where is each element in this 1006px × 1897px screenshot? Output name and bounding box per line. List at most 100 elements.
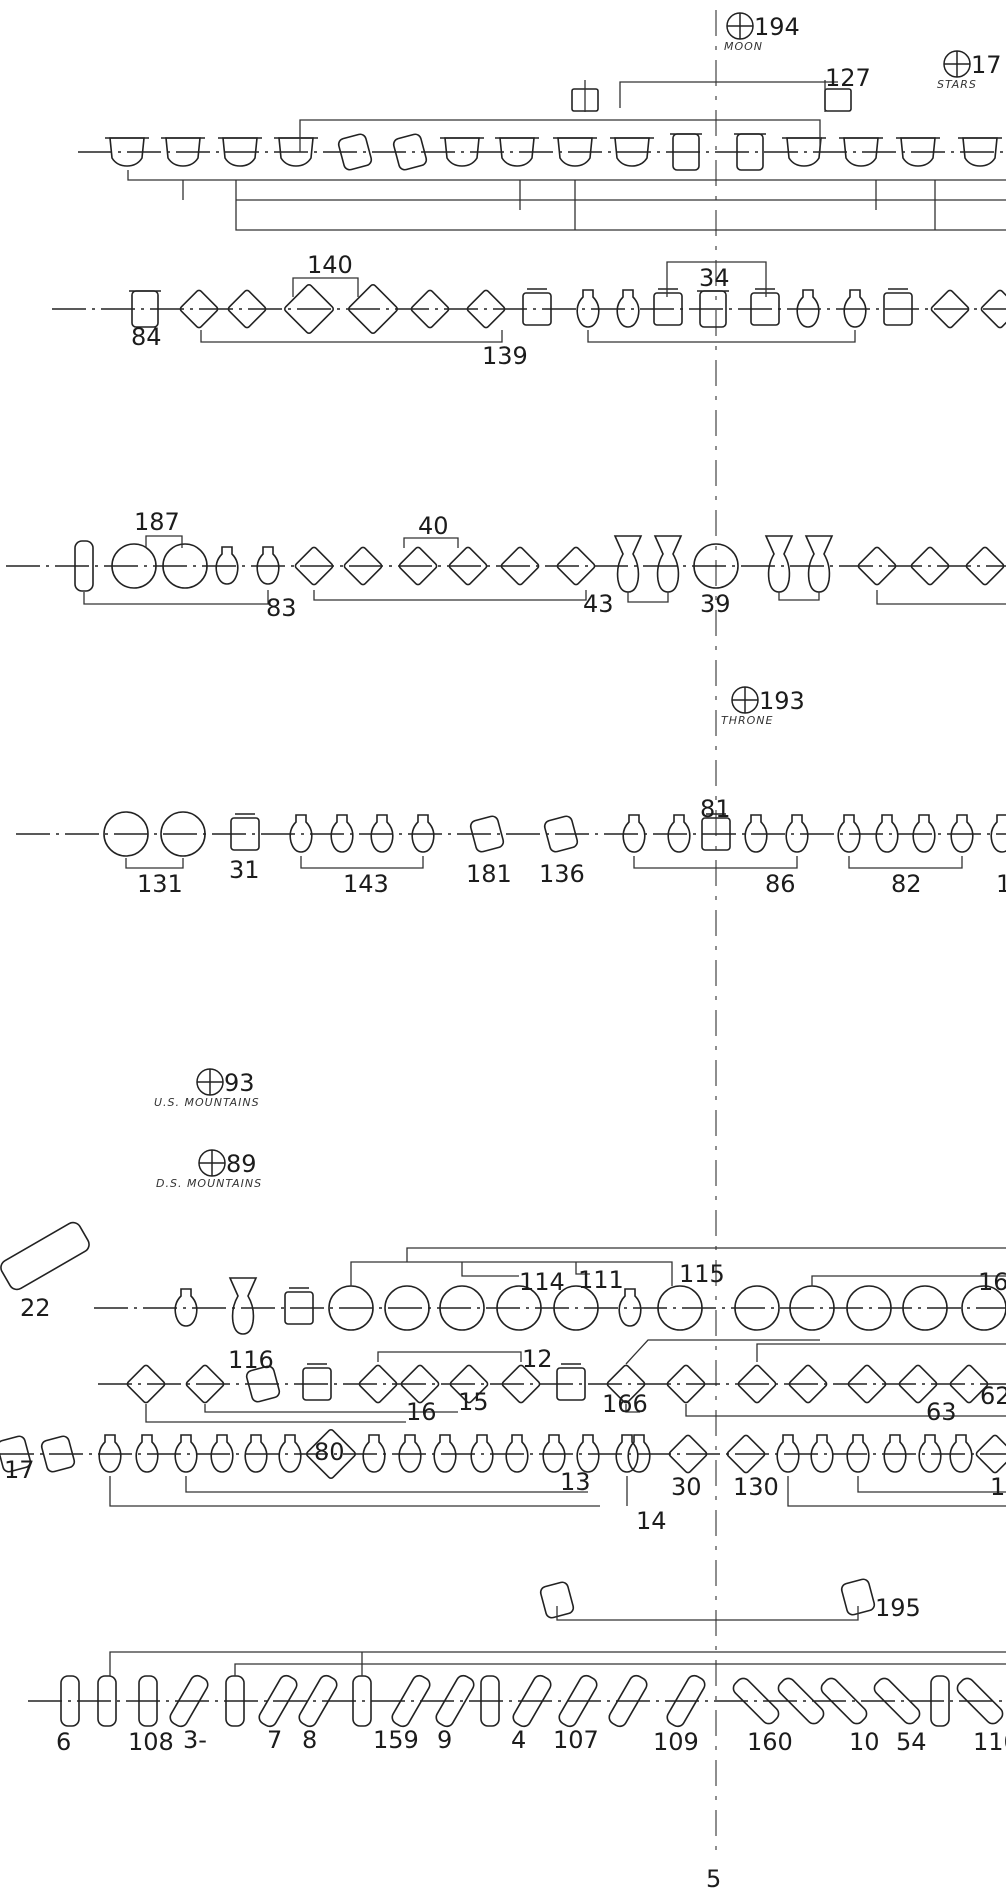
label-131: 131 [137, 870, 183, 898]
tall-object [615, 536, 641, 592]
bracket-line [757, 1344, 1006, 1362]
label-83: 83 [266, 594, 297, 622]
bracket-line [351, 1262, 672, 1286]
cylinder-22-object [0, 1220, 92, 1293]
bowl-object [839, 138, 883, 166]
bracket-line [378, 1352, 521, 1362]
sq-object [654, 289, 682, 325]
bracket-line [235, 1664, 1006, 1676]
label-115: 115 [679, 1260, 725, 1288]
label-143: 143 [343, 870, 389, 898]
label-5: 5 [706, 1865, 721, 1893]
label-31: 31 [229, 856, 260, 884]
label-140: 140 [307, 251, 353, 279]
label-16: 16 [406, 1398, 437, 1426]
sq-object [523, 289, 551, 325]
object-row [16, 812, 1006, 856]
object-row [28, 1673, 1006, 1729]
sq-object [884, 289, 912, 325]
bracket-line [201, 330, 502, 342]
label-82: 82 [891, 870, 922, 898]
bracket-line [588, 330, 855, 342]
label-187: 187 [134, 508, 180, 536]
label-136: 136 [539, 860, 585, 888]
label-63: 63 [926, 1398, 957, 1426]
bracket-line [126, 858, 183, 868]
label-14: 14 [636, 1507, 667, 1535]
label-7: 7 [267, 1726, 282, 1754]
label-84: 84 [131, 323, 162, 351]
label-195: 195 [875, 1594, 921, 1622]
label-111: 111 [578, 1266, 624, 1294]
bracket-line [686, 1404, 1006, 1416]
label-80: 80 [314, 1438, 345, 1466]
label-9: 9 [437, 1726, 452, 1754]
bracket-line [858, 1476, 1006, 1492]
label-159: 159 [373, 1726, 419, 1754]
label-43: 43 [583, 590, 614, 618]
marker-caption: U.S. MOUNTAINS [154, 1096, 260, 1109]
label-130: 130 [733, 1473, 779, 1501]
bracket-line [849, 856, 962, 868]
label-17: 17 [4, 1456, 35, 1484]
label-13: 13 [560, 1468, 591, 1496]
sq-object [285, 1288, 313, 1324]
bracket-line [301, 856, 423, 868]
bracket-line [462, 1262, 519, 1276]
marker-caption: STARS [937, 78, 977, 91]
label-layer: 127 84 140 139 34 187 40 83 43 39 81 131… [4, 64, 1006, 1893]
bracket-line [779, 592, 819, 600]
sq-object [303, 1364, 331, 1400]
sq-object [557, 1364, 585, 1400]
bracket-line [788, 1476, 1006, 1506]
label-114: 114 [519, 1268, 565, 1296]
object-row [6, 536, 1006, 592]
label-18: 18 [990, 1473, 1006, 1501]
label-8: 8 [302, 1726, 317, 1754]
bracket-line [146, 1404, 406, 1422]
bracket-line [300, 120, 820, 152]
bracket-line [628, 592, 668, 602]
marker-number: 89 [226, 1150, 257, 1178]
sq-object [231, 814, 259, 850]
marker-caption: THRONE [721, 714, 773, 727]
bracket-line [557, 1606, 858, 1620]
label-22: 22 [20, 1294, 51, 1322]
bowl-object [495, 138, 539, 166]
label-40: 40 [418, 512, 449, 540]
bracket-line [620, 82, 838, 108]
bracket-line [293, 278, 358, 297]
bracket-line [186, 1476, 588, 1492]
reference-marker: 89D.S. MOUNTAINS [156, 1150, 262, 1190]
marker-caption: MOON [724, 40, 763, 53]
reference-marker: 93U.S. MOUNTAINS [154, 1069, 260, 1109]
tall-object [230, 1278, 256, 1334]
marker-number: 17 [971, 51, 1002, 79]
object-row [52, 284, 1006, 335]
bracket-line [585, 80, 825, 112]
label-1: 1 [996, 870, 1006, 898]
sq-object [751, 289, 779, 325]
label-12: 12 [522, 1345, 553, 1373]
label-34: 34 [699, 264, 730, 292]
marker-number: 193 [759, 687, 805, 715]
label-15: 15 [458, 1388, 489, 1416]
label-160: 160 [747, 1728, 793, 1756]
label-62: 62 [980, 1382, 1006, 1410]
tall-object [655, 536, 681, 592]
label-108: 108 [128, 1728, 174, 1756]
label-166: 166 [602, 1390, 648, 1418]
label-109: 109 [653, 1728, 699, 1756]
label-54: 54 [896, 1728, 927, 1756]
marker-caption: D.S. MOUNTAINS [156, 1177, 262, 1190]
label-6: 6 [56, 1728, 71, 1756]
label-30: 30 [671, 1473, 702, 1501]
label-3: 3- [183, 1726, 207, 1754]
bracket-line [812, 1276, 1006, 1286]
label-81: 81 [700, 795, 731, 823]
object-row [78, 133, 1006, 171]
tall-object [766, 536, 792, 592]
